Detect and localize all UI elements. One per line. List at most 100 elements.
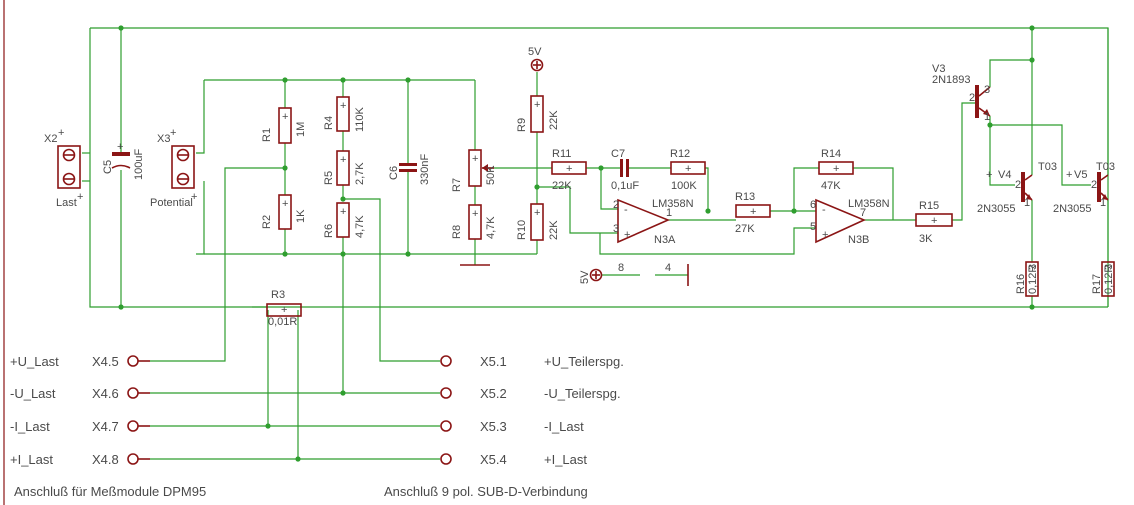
resistor-r11: + R11 22K <box>551 148 587 192</box>
resistor-r16: 0,12R 3 R16 <box>1015 261 1039 297</box>
svg-text:1: 1 <box>984 111 990 123</box>
svg-text:R4: R4 <box>323 116 335 130</box>
svg-text:5: 5 <box>810 221 816 233</box>
x2-subsym: + <box>77 191 83 203</box>
svg-text:+: + <box>1066 169 1072 181</box>
svg-text:+: + <box>931 215 937 227</box>
x2-ref: X2 <box>44 133 57 145</box>
svg-text:R3: R3 <box>271 289 285 301</box>
x5-pin-1: X5.1 <box>480 354 507 369</box>
svg-text:+: + <box>986 169 992 181</box>
svg-text:T03: T03 <box>1096 161 1115 173</box>
potentiometer-r7: + R7 50K <box>451 149 497 192</box>
x4-net-2: -U_Last <box>10 386 56 401</box>
terminal-x2: X2 + Last + <box>44 127 83 209</box>
resistor-r15: + R15 3K <box>915 200 953 245</box>
svg-text:2: 2 <box>613 199 619 211</box>
resistor-r1: + R1 1M <box>261 107 307 144</box>
resistor-r3: + R3 0,01R <box>266 289 302 328</box>
note-subd: Anschluß 9 pol. SUB-D-Verbindung <box>384 484 588 499</box>
svg-text:0,01R: 0,01R <box>268 316 297 328</box>
x4-net-1: +U_Last <box>10 354 59 369</box>
supply-5v-top: 5V <box>528 46 544 72</box>
connector-x5: X5.1 X5.2 X5.3 X5.4 +U_Teilerspg. -U_Tei… <box>440 354 624 467</box>
svg-text:R8: R8 <box>451 225 463 239</box>
resistor-r5: + R5 2,7K <box>323 150 366 186</box>
resistor-r17: 0,12R 3 R17 <box>1091 261 1115 297</box>
junctions <box>118 25 1035 462</box>
x3-sym: + <box>170 127 176 139</box>
x3-subsym: + <box>191 191 197 203</box>
x4-pin-2: X4.6 <box>92 386 119 401</box>
svg-text:R17: R17 <box>1091 274 1103 294</box>
svg-text:5V: 5V <box>579 270 591 284</box>
svg-text:+: + <box>750 206 756 218</box>
svg-text:-: - <box>624 204 628 216</box>
svg-text:47K: 47K <box>821 180 841 192</box>
transistor-v3: V3 2N1893 2 3 1 <box>932 63 991 123</box>
svg-text:+: + <box>624 229 630 241</box>
transistor-v5: V5 + T03 2N3055 2 1 <box>1053 161 1115 215</box>
svg-text:2N3055: 2N3055 <box>1053 203 1092 215</box>
svg-text:4,7K: 4,7K <box>354 215 366 238</box>
svg-text:+: + <box>340 100 346 112</box>
svg-text:4,7K: 4,7K <box>485 216 497 239</box>
svg-text:R7: R7 <box>451 178 463 192</box>
svg-text:R5: R5 <box>323 171 335 185</box>
svg-text:1: 1 <box>1024 197 1030 209</box>
svg-text:+: + <box>282 198 288 210</box>
x5-pin-4: X5.4 <box>480 452 507 467</box>
terminal-x3: X3 + Potential + <box>150 127 197 209</box>
supply-5v-opamp: 5V 8 4 <box>579 262 689 286</box>
svg-text:+: + <box>282 111 288 123</box>
x5-net-1: +U_Teilerspg. <box>544 354 624 369</box>
svg-text:1: 1 <box>1100 197 1106 209</box>
svg-text:T03: T03 <box>1038 161 1057 173</box>
svg-text:27K: 27K <box>735 223 755 235</box>
resistor-r14: + R14 47K <box>818 148 854 192</box>
svg-text:6: 6 <box>810 199 816 211</box>
svg-text:330nF: 330nF <box>419 154 431 185</box>
svg-text:+: + <box>566 163 572 175</box>
svg-text:R6: R6 <box>323 224 335 238</box>
svg-text:4: 4 <box>665 262 671 274</box>
svg-text:+: + <box>281 304 287 316</box>
svg-text:+: + <box>534 207 540 219</box>
svg-text:22K: 22K <box>552 180 572 192</box>
svg-text:R14: R14 <box>821 148 841 160</box>
opamp-n3a: - + 2 3 1 LM358N N3A <box>613 198 694 246</box>
svg-text:3: 3 <box>984 84 990 96</box>
svg-text:+: + <box>534 99 540 111</box>
resistor-r6: + R6 4,7K <box>323 202 366 238</box>
svg-text:LM358N: LM358N <box>848 198 890 210</box>
svg-text:-: - <box>822 204 826 216</box>
resistor-r4: + R4 110K <box>323 96 366 132</box>
svg-text:V3: V3 <box>932 63 945 75</box>
x5-pin-2: X5.2 <box>480 386 507 401</box>
svg-text:+: + <box>340 206 346 218</box>
transistor-v4: V4 + T03 2N3055 2 1 <box>977 161 1057 215</box>
resistor-r12: + R12 100K <box>670 148 706 192</box>
svg-text:0,12R: 0,12R <box>1103 265 1115 294</box>
svg-text:R10: R10 <box>516 220 528 240</box>
resistor-r8: + R8 4,7K <box>451 204 497 240</box>
connector-x4: +U_Last X4.5 -U_Last X4.6 -I_Last X4.7 +… <box>10 354 150 467</box>
svg-text:3: 3 <box>1027 264 1039 270</box>
svg-text:1M: 1M <box>295 122 307 137</box>
x5-pin-3: X5.3 <box>480 419 507 434</box>
svg-text:+: + <box>472 153 478 165</box>
svg-text:1: 1 <box>666 207 672 219</box>
capacitor-c7: C7 0,1uF <box>611 148 639 192</box>
x4-net-3: -I_Last <box>10 419 50 434</box>
svg-text:2: 2 <box>1015 179 1021 191</box>
svg-text:1K: 1K <box>295 209 307 223</box>
capacitor-c6: C6 330nF <box>388 154 431 185</box>
svg-text:+: + <box>117 141 123 153</box>
svg-text:R12: R12 <box>670 148 690 160</box>
capacitor-c5: + C5 100uF <box>102 141 145 180</box>
svg-text:V5: V5 <box>1074 169 1087 181</box>
x2-sym: + <box>58 127 64 139</box>
svg-text:LM358N: LM358N <box>652 198 694 210</box>
svg-text:+: + <box>472 208 478 220</box>
